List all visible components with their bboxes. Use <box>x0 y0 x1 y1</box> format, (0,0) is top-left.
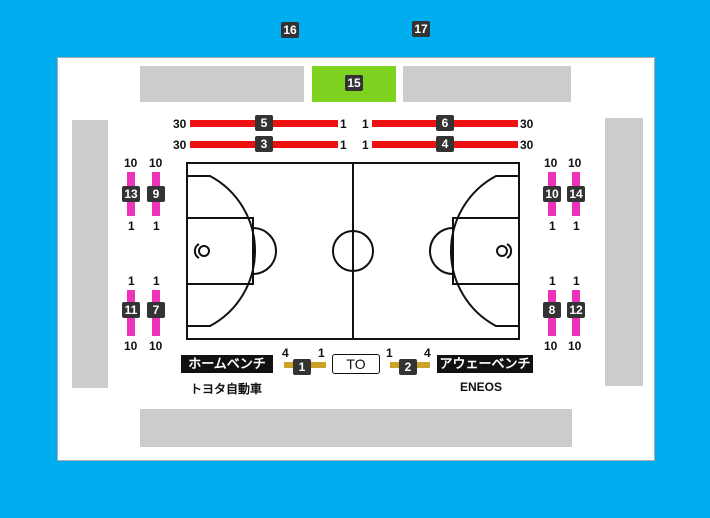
section-badge-13[interactable]: 13 <box>122 186 140 202</box>
section-badge-11[interactable]: 11 <box>122 302 140 318</box>
section-badge-3[interactable]: 3 <box>255 136 273 152</box>
stand-south <box>140 409 572 447</box>
row-label: 30 <box>520 138 534 152</box>
row-label: 1 <box>340 138 347 152</box>
section-badge-16[interactable]: 16 <box>281 22 299 38</box>
row-label: 30 <box>173 138 187 152</box>
row-label: 1 <box>549 219 556 233</box>
stand-west <box>72 120 108 388</box>
row-label: 10 <box>149 156 163 170</box>
away-bench-label: アウェーベンチ <box>437 355 533 373</box>
row-label: 4 <box>424 346 431 360</box>
row-label: 10 <box>544 156 558 170</box>
section-badge-17[interactable]: 17 <box>412 21 430 37</box>
section-badge-14[interactable]: 14 <box>567 186 585 202</box>
section-badge-4[interactable]: 4 <box>436 136 454 152</box>
arena-floor <box>57 57 655 461</box>
section-badge-12[interactable]: 12 <box>567 302 585 318</box>
section-badge-15[interactable]: 15 <box>345 75 363 91</box>
row-label: 1 <box>153 219 160 233</box>
home-bench-label: ホームベンチ <box>181 355 273 373</box>
home-team-name: トヨタ自動車 <box>190 382 263 396</box>
section-badge-5[interactable]: 5 <box>255 115 273 131</box>
row-label: 30 <box>173 117 187 131</box>
away-team-name: ENEOS <box>460 380 503 394</box>
row-label: 10 <box>149 339 163 353</box>
row-label: 1 <box>318 346 325 360</box>
section-badge-8[interactable]: 8 <box>543 302 561 318</box>
row-label: 10 <box>544 339 558 353</box>
table-officials-box: TO <box>332 354 380 374</box>
stand-north-left <box>140 66 304 102</box>
row-label: 10 <box>124 156 138 170</box>
row-label: 4 <box>282 346 289 360</box>
stand-north-right <box>403 66 571 102</box>
row-label: 1 <box>128 274 135 288</box>
section-badge-9[interactable]: 9 <box>147 186 165 202</box>
row-label: 1 <box>362 138 369 152</box>
row-label: 1 <box>362 117 369 131</box>
row-label: 1 <box>153 274 160 288</box>
section-badge-2[interactable]: 2 <box>399 359 417 375</box>
basketball-court <box>186 162 520 340</box>
row-label: 10 <box>568 339 582 353</box>
row-label: 1 <box>340 117 347 131</box>
row-label: 1 <box>549 274 556 288</box>
section-badge-10[interactable]: 10 <box>543 186 561 202</box>
row-label: 10 <box>124 339 138 353</box>
row-label: 1 <box>386 346 393 360</box>
row-label: 1 <box>128 219 135 233</box>
section-badge-7[interactable]: 7 <box>147 302 165 318</box>
stand-east <box>605 118 643 386</box>
section-badge-6[interactable]: 6 <box>436 115 454 131</box>
row-label: 1 <box>573 219 580 233</box>
section-badge-1[interactable]: 1 <box>293 359 311 375</box>
row-label: 1 <box>573 274 580 288</box>
row-label: 10 <box>568 156 582 170</box>
row-label: 30 <box>520 117 534 131</box>
